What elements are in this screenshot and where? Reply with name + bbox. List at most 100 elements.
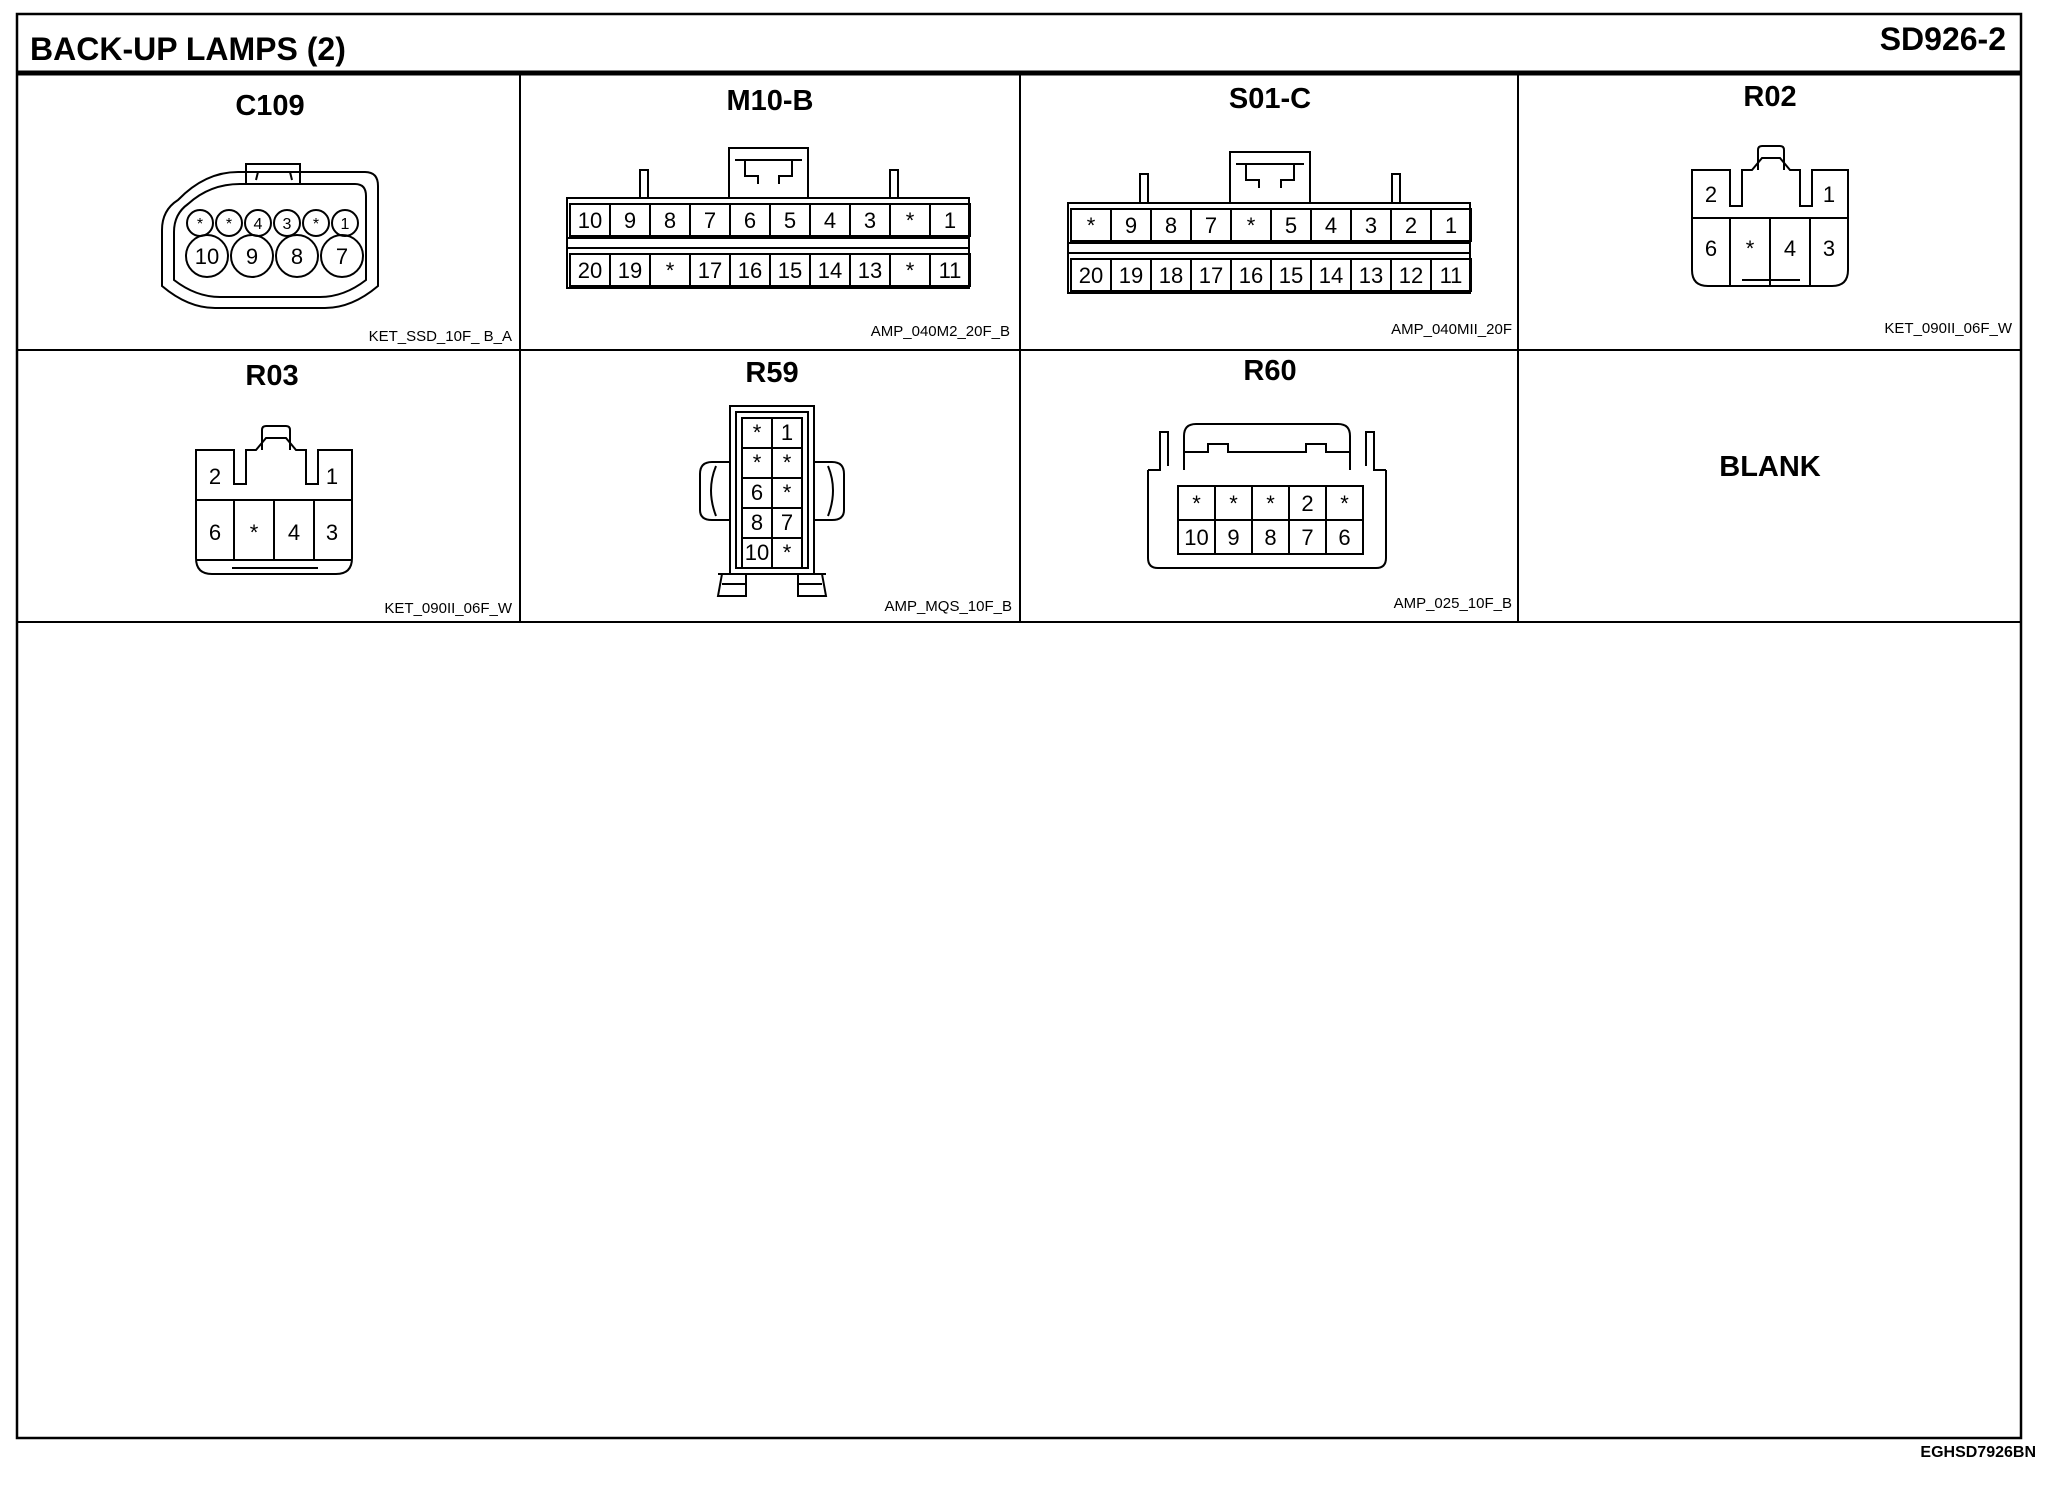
pin-label: 15: [778, 258, 802, 283]
pin-label: 1: [1823, 182, 1835, 207]
connector-housing: [1067, 202, 1471, 294]
pin-label: 19: [618, 258, 642, 283]
connector-housing: [1691, 157, 1849, 287]
pin-label: 2: [1301, 491, 1313, 516]
pin-label: 3: [1823, 236, 1835, 261]
pin-label: 7: [1301, 525, 1313, 550]
connector-name: R59: [745, 357, 798, 389]
pin-label: *: [197, 216, 203, 233]
connector-type: AMP_025_10F_B: [1394, 595, 1512, 612]
connector-type: AMP_040MII_20F: [1391, 321, 1512, 338]
pin-label: 4: [1325, 213, 1337, 238]
connector-name: S01-C: [1229, 83, 1311, 115]
pin-label: *: [753, 420, 762, 445]
page-title: BACK-UP LAMPS (2): [30, 31, 346, 67]
locking-tab: [1184, 443, 1350, 453]
pin-label: 8: [751, 510, 763, 535]
pin-cavity: [273, 209, 301, 237]
pin-label: *: [1087, 213, 1096, 238]
pin-label: *: [1746, 236, 1755, 261]
pin-label: 7: [704, 208, 716, 233]
pin-label: 9: [1227, 525, 1239, 550]
pin-label: *: [1192, 491, 1201, 516]
pin-label: 7: [336, 244, 348, 269]
pin-label: *: [666, 258, 675, 283]
connector-type: KET_SSD_10F_ B_A: [369, 328, 512, 345]
drawing-code: EGHSD7926BN: [1920, 1444, 2036, 1461]
connector-housing: [566, 197, 970, 289]
pin-label: 10: [195, 244, 219, 269]
pin-label: *: [753, 450, 762, 475]
pin-label: 18: [1159, 263, 1183, 288]
pin-label: 6: [744, 208, 756, 233]
locking-tab: [1757, 145, 1785, 170]
pin-label: 2: [1405, 213, 1417, 238]
pin-cell: [1325, 519, 1364, 555]
locking-tab: [261, 425, 291, 450]
pin-label: 6: [209, 520, 221, 545]
pin-label: 13: [1359, 263, 1383, 288]
pin-label: 6: [751, 480, 763, 505]
pin-cell: [1430, 208, 1472, 242]
pin-label: 3: [864, 208, 876, 233]
pin-label: *: [313, 216, 319, 233]
pin-label: 15: [1279, 263, 1303, 288]
pin-label: 2: [1705, 182, 1717, 207]
pin-cavity: [302, 209, 330, 237]
pin-label: 4: [254, 216, 263, 233]
pin-label: 17: [1199, 263, 1223, 288]
pin-cavity: [230, 234, 274, 278]
pin-label: 20: [578, 258, 602, 283]
pin-label: 20: [1079, 263, 1103, 288]
pin-cavity: [185, 234, 229, 278]
connector-r02: R02 2 1 6 * 4 3 KET_090II_06F_W: [1691, 81, 2013, 337]
pin-label: *: [1247, 213, 1256, 238]
pin-label: 10: [745, 540, 769, 565]
pin-label: 9: [246, 244, 258, 269]
connector-r03: R03 2 1 6 * 4 3 KET_090II_06F_W: [195, 360, 513, 617]
pin-label: 13: [858, 258, 882, 283]
pin-label: 1: [326, 464, 338, 489]
pin-label: 16: [738, 258, 762, 283]
connector-housing: [1147, 470, 1387, 569]
pin-label: 8: [291, 244, 303, 269]
sheet-border: [15, 12, 2023, 1440]
pin-label: 10: [578, 208, 602, 233]
pin-label: 5: [784, 208, 796, 233]
pin-label: 8: [1264, 525, 1276, 550]
pin-label: 9: [624, 208, 636, 233]
connector-type: KET_090II_06F_W: [1884, 320, 2012, 337]
pin-label: *: [783, 480, 792, 505]
pin-label: 6: [1705, 236, 1717, 261]
pin-label: 12: [1399, 263, 1423, 288]
connector-housing: [161, 171, 379, 309]
pin-label: 9: [1125, 213, 1137, 238]
pin-label: *: [1229, 491, 1238, 516]
pin-label: 14: [818, 258, 842, 283]
pin-label: 19: [1119, 263, 1143, 288]
blank-cell-label: BLANK: [1719, 451, 1821, 483]
connector-housing: [195, 437, 353, 575]
pin-label: 11: [939, 258, 962, 283]
locking-tab: [728, 147, 809, 198]
pin-label: *: [226, 216, 232, 233]
pin-label: *: [906, 258, 915, 283]
pin-label: 4: [288, 520, 300, 545]
pin-cavity: [215, 209, 243, 237]
pin-label: 17: [698, 258, 722, 283]
pin-label: 16: [1239, 263, 1263, 288]
pin-label: 2: [209, 464, 221, 489]
pin-label: *: [906, 208, 915, 233]
pin-cell: [771, 537, 803, 569]
pin-cavity: [275, 234, 319, 278]
pin-label: *: [250, 520, 259, 545]
pin-label: 14: [1319, 263, 1343, 288]
connector-grid: [17, 73, 2021, 623]
pin-label: 3: [283, 216, 292, 233]
pin-label: 7: [781, 510, 793, 535]
pin-label: 3: [1365, 213, 1377, 238]
connector-name: C109: [235, 90, 304, 122]
